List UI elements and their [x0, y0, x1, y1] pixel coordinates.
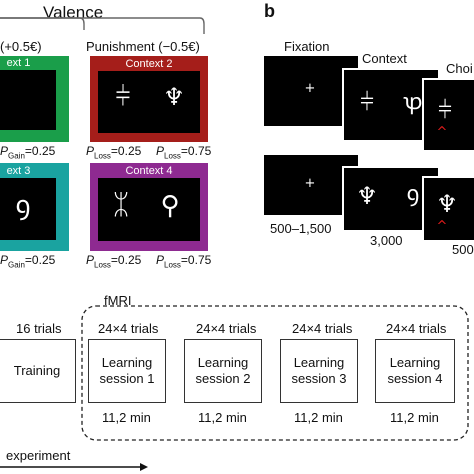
context-1-label: ext 1: [6, 57, 31, 69]
session-1-box: Learning session 1: [88, 339, 166, 403]
session-2-box: Learning session 2: [184, 339, 262, 403]
training-box: Training: [0, 339, 76, 403]
choice-duration: 500: [452, 242, 474, 257]
fmri-label: fMRI: [104, 293, 132, 308]
session-1-trials: 24×4 trials: [98, 321, 159, 336]
choice-screen-2: ♆ ^: [422, 176, 474, 240]
choice-marker-2: ^: [436, 219, 448, 234]
choice-label: Choi: [446, 61, 473, 76]
context-label: Context: [362, 51, 407, 66]
reward-header: (+0.5€): [0, 39, 42, 54]
context-duration: 3,000: [370, 233, 403, 248]
context-4-symbol-left: ᛯ: [112, 188, 130, 221]
session-2-duration: 11,2 min: [198, 410, 247, 425]
timeline-label: experiment: [6, 448, 71, 463]
session-2-trials: 24×4 trials: [196, 321, 257, 336]
session-3-duration: 11,2 min: [294, 410, 343, 425]
valence-title: Valence: [43, 3, 104, 22]
session-4-box: Learning session 4: [375, 339, 455, 403]
session-3-line1: Learning: [293, 355, 345, 370]
context-symbol-1b: ꝕ: [403, 90, 423, 115]
fixation-cross-2: +: [304, 176, 316, 191]
choice-symbol-2: ♆: [436, 190, 458, 218]
session-3-box: Learning session 3: [280, 339, 358, 403]
session-4-line2: session 4: [387, 371, 443, 386]
context-4-prob-right: PLoss=0.75: [156, 253, 212, 270]
context-symbol-2a: ♆: [356, 182, 378, 210]
training-trials: 16 trials: [16, 321, 62, 336]
context-3-card: ext 3 ꝯ: [0, 163, 69, 251]
fixation-cross: +: [304, 81, 316, 96]
choice-marker-1: ^: [436, 125, 448, 140]
context-2-prob-right: PLoss=0.75: [156, 144, 212, 161]
context-1-prob: PGain=0.25: [0, 144, 56, 161]
session-1-line1: Learning: [101, 355, 153, 370]
context-2-symbol-right: ♆: [163, 83, 185, 111]
session-2-line2: session 2: [195, 371, 251, 386]
training-label: Training: [13, 363, 61, 378]
fixation-label: Fixation: [284, 39, 330, 54]
session-3-line2: session 3: [291, 371, 347, 386]
panel-b-letter: b: [264, 1, 275, 21]
context-2-prob-left: PLoss=0.25: [86, 144, 142, 161]
context-1-symbol: ꝕ: [13, 135, 39, 168]
choice-symbol-1: ⫩: [438, 96, 452, 124]
context-1-card: ext 1 ꝕ: [0, 56, 69, 166]
context-4-prob-left: PLoss=0.25: [86, 253, 142, 270]
session-4-duration: 11,2 min: [390, 410, 439, 425]
context-4-card: Context 4 ᛯ ⚲: [90, 163, 208, 251]
session-4-line1: Learning: [389, 355, 441, 370]
choice-screen-1: ⫩ ^: [422, 78, 474, 150]
session-3-trials: 24×4 trials: [292, 321, 353, 336]
session-4-trials: 24×4 trials: [386, 321, 447, 336]
punishment-header: Punishment (−0.5€): [86, 39, 200, 54]
context-symbol-1a: ⫩: [360, 88, 374, 116]
context-4-symbol-right: ⚲: [160, 191, 180, 221]
context-4-label: Context 4: [125, 165, 173, 177]
fixation-duration: 500–1,500: [270, 221, 332, 236]
session-2-line1: Learning: [197, 355, 249, 370]
session-1-line2: session 1: [99, 371, 155, 386]
context-2-label: Context 2: [125, 58, 173, 70]
context-3-label: ext 3: [6, 165, 31, 177]
context-3-prob: PGain=0.25: [0, 253, 56, 270]
context-2-card: Context 2 ⫩ ♆: [90, 56, 208, 142]
context-2-symbol-left: ⫩: [115, 82, 131, 112]
session-1-duration: 11,2 min: [102, 410, 151, 425]
context-symbol-2b: ꝯ: [406, 182, 420, 207]
context-3-symbol: ꝯ: [15, 191, 31, 221]
